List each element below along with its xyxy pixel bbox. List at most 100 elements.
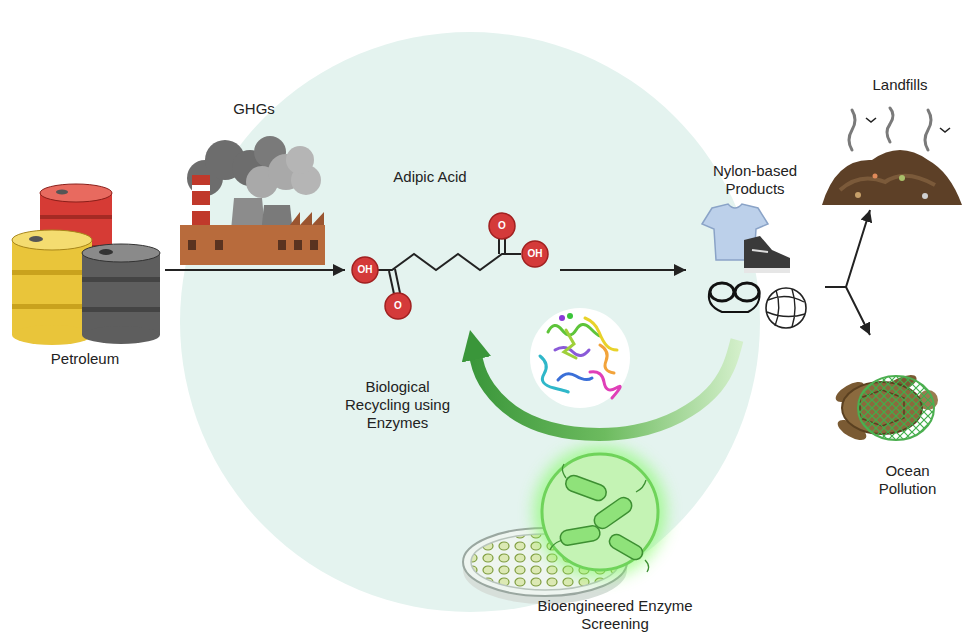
atom-label: OH [522, 241, 548, 267]
flow-arrow [165, 269, 345, 271]
nylon-products [702, 204, 806, 328]
landfill [925, 110, 931, 150]
smoke [286, 146, 314, 174]
node-label: Bioengineered Enzyme Screening [525, 597, 705, 633]
bacteria-zoom [559, 473, 645, 562]
smoke [187, 136, 321, 198]
atom-label: O [489, 213, 515, 239]
oil-barrels [12, 270, 92, 275]
bacteria-zoom [534, 446, 666, 578]
landfill [899, 175, 905, 181]
oil-barrels [82, 277, 160, 282]
oil-barrels [40, 184, 112, 202]
landfill [840, 176, 935, 190]
oil-barrels [82, 307, 160, 312]
cycle-background [180, 32, 760, 612]
bacteria-zoom [591, 494, 635, 531]
node-label: Landfills [845, 76, 955, 94]
nylon-products [710, 283, 734, 301]
turtle-in-net [858, 376, 934, 440]
adipic-acid-molecule [522, 241, 548, 267]
ocean-group: Ocean Pollution [825, 335, 965, 510]
flow-arrow [825, 287, 870, 335]
enzyme-structure [558, 374, 592, 380]
nylon-products [735, 283, 759, 301]
landfill-group: Landfills [820, 72, 970, 210]
oil-barrels [29, 236, 43, 242]
atom-label: OH [352, 257, 378, 283]
landfill [922, 193, 928, 199]
petroleum-group: Petroleum [10, 180, 165, 375]
bacteria-zoom [559, 525, 601, 547]
oil-barrels [82, 326, 160, 344]
landfill [822, 150, 962, 205]
products-group: Nylon-based Products [686, 158, 825, 340]
adipic-acid-molecule [385, 293, 411, 319]
enzyme-structure [600, 345, 614, 373]
node-label: GHGs [204, 100, 304, 118]
landfill [873, 174, 878, 179]
enzyme-structure [567, 313, 573, 319]
landfill [822, 108, 962, 205]
oil-barrels [40, 215, 112, 219]
node-label: Nylon-based Products [690, 162, 820, 198]
nylon-products [744, 236, 790, 268]
enzyme-structure [530, 308, 630, 408]
recycling-arrow [476, 340, 737, 435]
adipic-acid-molecule [395, 269, 400, 293]
nylon-products [702, 204, 768, 260]
adipic-acid-molecule [378, 254, 521, 270]
screening-group: Bioengineered Enzyme Screening [470, 455, 710, 637]
landfill [855, 192, 861, 198]
adipic-acid-molecule [352, 213, 548, 319]
adipic-acid-molecule [389, 271, 394, 294]
factory [188, 240, 196, 250]
enzyme-structure [590, 372, 620, 398]
bacteria-zoom [564, 473, 609, 502]
bacteria-zoom [550, 464, 649, 572]
bacteria-zoom [542, 454, 658, 570]
factory [180, 136, 325, 265]
landfill [887, 108, 893, 142]
factory [192, 205, 210, 211]
factory-group: GHGs [175, 96, 327, 265]
adipic-acid-molecule [352, 257, 378, 283]
oil-barrels [12, 325, 92, 345]
factory [294, 240, 302, 250]
node-label: Ocean Pollution [860, 462, 955, 498]
factory [192, 185, 210, 191]
oil-barrels [12, 240, 92, 335]
landfill [866, 118, 950, 132]
turtle-in-net [833, 371, 938, 444]
enzyme-structure [540, 318, 620, 398]
nylon-products [767, 289, 805, 327]
factory [310, 240, 318, 250]
flow-arrow [825, 210, 870, 287]
adipic-acid-molecule [504, 239, 506, 254]
landfill [849, 110, 855, 150]
nylon-products [709, 290, 760, 312]
oil-barrels [99, 249, 113, 255]
node-label: Petroleum [15, 350, 155, 368]
enzyme-structure [530, 308, 630, 408]
oil-barrels [82, 244, 160, 344]
factory [180, 225, 325, 265]
factory [278, 240, 286, 250]
bacteria-zoom [607, 532, 645, 562]
oil-barrels [82, 253, 160, 335]
molecule-group: Adipic Acid [345, 164, 560, 330]
oil-barrels [12, 230, 92, 345]
oil-barrels [12, 184, 160, 345]
nylon-products [744, 268, 790, 273]
factory [215, 240, 223, 250]
atom-label: O [385, 293, 411, 319]
edge-label: Biological Recycling using Enzymes [335, 378, 460, 432]
enzyme-structure [548, 324, 600, 336]
nylon-products [752, 250, 768, 252]
flow-arrow [560, 269, 686, 271]
oil-barrels [12, 304, 92, 309]
